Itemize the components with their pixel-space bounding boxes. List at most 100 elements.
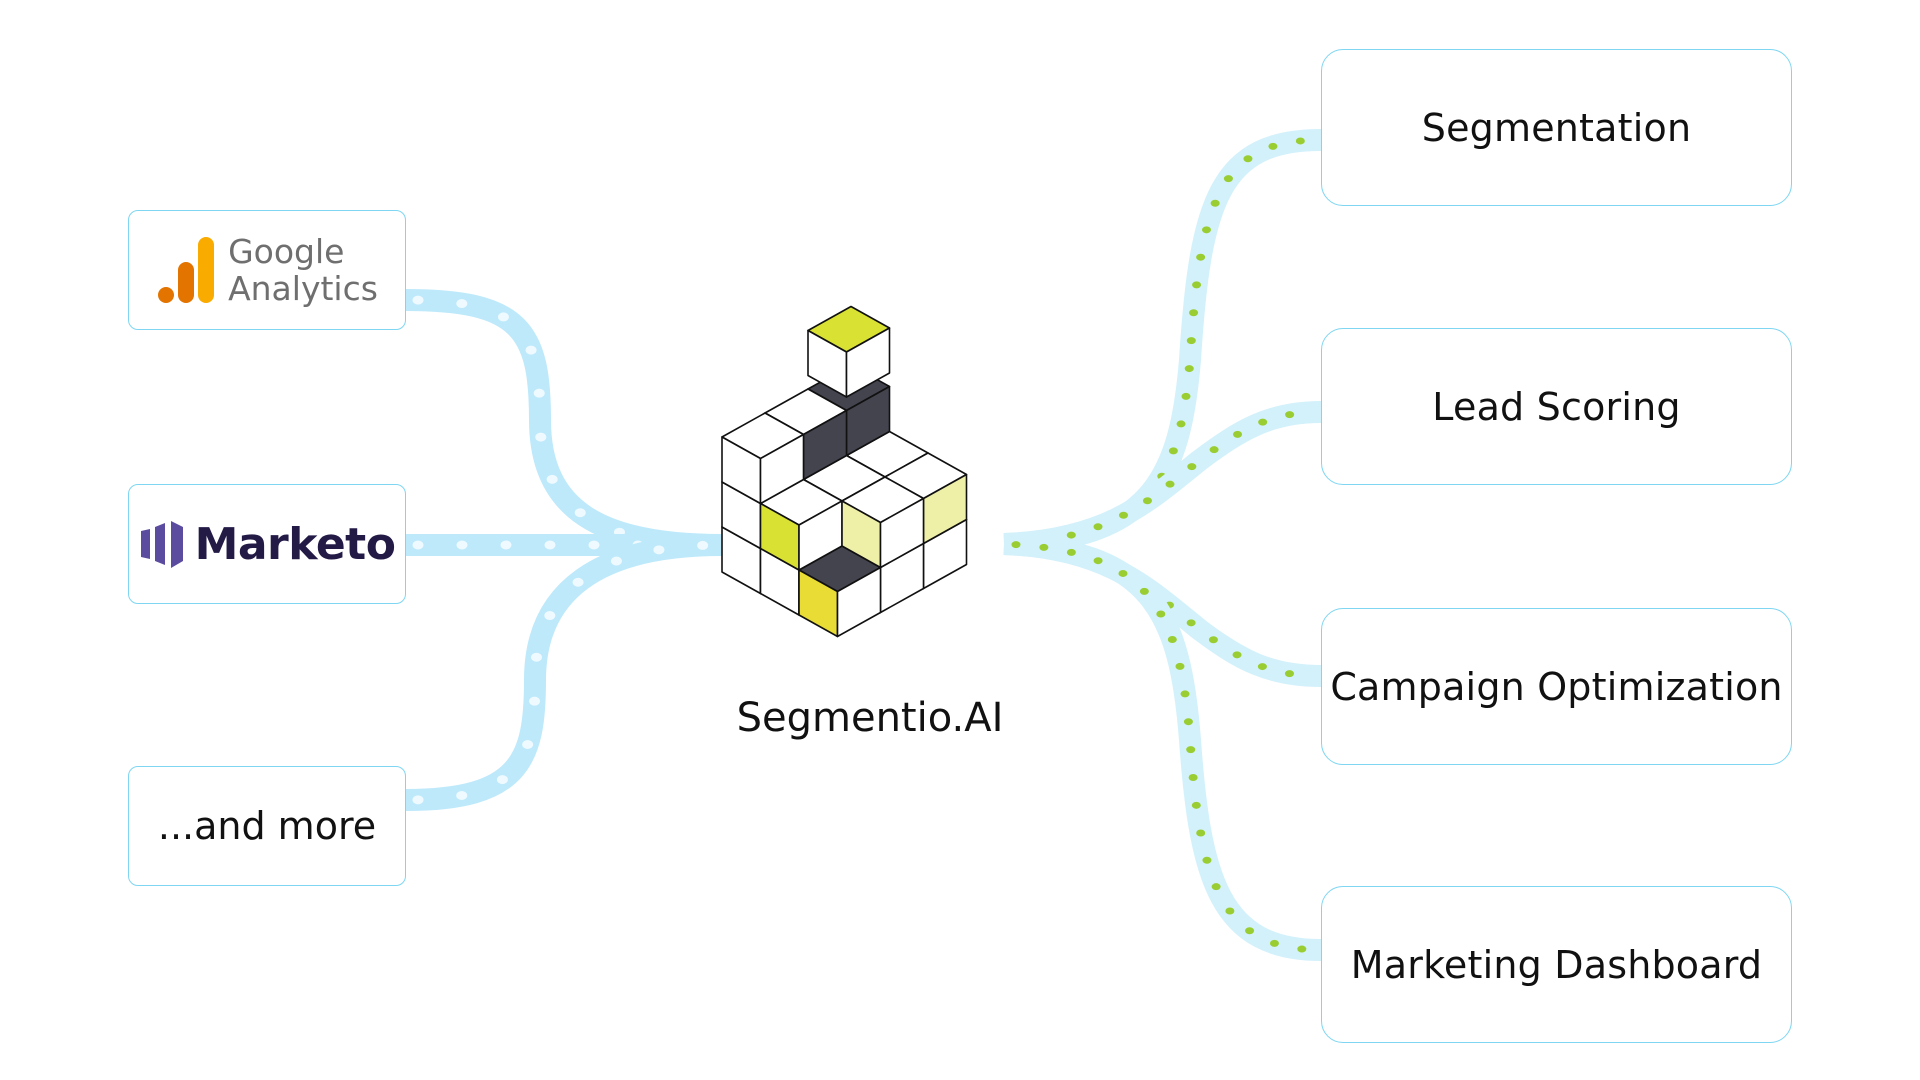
marketo-bars-icon: [140, 521, 183, 568]
marketing-dashboard-label: Marketing Dashboard: [1350, 942, 1763, 987]
google-analytics-line2: Analytics: [228, 269, 378, 308]
connector-segmentation-dot: [1196, 253, 1206, 261]
connector-segmentation-dot: [1186, 337, 1196, 345]
lead-scoring-label: Lead Scoring: [1432, 384, 1681, 429]
source-marketo[interactable]: Marketo: [128, 484, 406, 604]
connector-google-analytics-dot: [456, 299, 468, 309]
connector-more: [405, 534, 723, 811]
connector-lead-scoring-dot: [1165, 480, 1175, 488]
input-connectors: [405, 289, 723, 811]
connector-marketing-dashboard-dot: [1011, 541, 1021, 549]
google-analytics-logo: Google Analytics: [156, 233, 378, 307]
connector-more-dot: [531, 652, 543, 662]
connector-google-analytics-dot: [533, 388, 545, 398]
google-analytics-line1: Google: [228, 232, 345, 271]
connector-campaign-optimization-dot: [1284, 670, 1294, 678]
connector-marketing-dashboard-dot: [1297, 945, 1307, 953]
connector-more-dot: [529, 696, 541, 706]
connector-marketing-dashboard-dot: [1225, 907, 1235, 915]
connector-marketing-dashboard-ribbon: [1003, 533, 1322, 961]
connector-marketing-dashboard-dot: [1188, 774, 1198, 782]
connector-marketing-dashboard-dot: [1202, 856, 1212, 864]
connector-marketing-dashboard-dot: [1180, 690, 1190, 698]
cube-floating-right: [845, 327, 891, 398]
connector-google-analytics-dot: [546, 474, 558, 484]
connector-segmentation-dot: [1176, 420, 1186, 428]
connector-marketing-dashboard-dot: [1093, 557, 1103, 565]
connector-more-dot: [610, 556, 622, 566]
connector-segmentation-dot: [1192, 281, 1202, 289]
connector-more-dot: [653, 545, 665, 555]
connector-more-dot: [412, 795, 424, 805]
connector-google-analytics-dot: [574, 508, 586, 518]
marketo-logo: Marketo: [139, 519, 396, 570]
campaign-optimization-label: Campaign Optimization: [1330, 664, 1783, 709]
connector-more-dot: [456, 790, 468, 800]
brand-name: Segmentio.AI: [736, 695, 1004, 741]
connector-lead-scoring-dot: [1233, 430, 1243, 438]
more-sources-label: ...and more: [157, 804, 377, 848]
connector-segmentation-dot: [1184, 365, 1194, 373]
connector-marketing-dashboard-dot: [1245, 927, 1255, 935]
connector-segmentation-dot: [1223, 175, 1233, 183]
connector-lead-scoring: [1003, 401, 1322, 555]
connector-segmentation-dot: [1181, 392, 1191, 400]
output-marketing-dashboard[interactable]: Marketing Dashboard: [1321, 886, 1792, 1043]
connector-more-dot: [572, 577, 584, 587]
connector-marketing-dashboard-dot: [1186, 746, 1196, 754]
cube-t-0-0-right: [759, 433, 805, 505]
connector-marketing-dashboard-dot: [1211, 883, 1221, 891]
connector-marketo-dot: [456, 540, 468, 550]
source-more[interactable]: ...and more: [128, 766, 406, 886]
connector-marketing-dashboard-dot: [1156, 610, 1166, 618]
connector-google-analytics-dot: [535, 432, 547, 442]
connector-marketing-dashboard-dot: [1139, 587, 1149, 595]
connector-marketing-dashboard: [1003, 533, 1322, 961]
connector-marketo-dot: [588, 540, 600, 550]
connector-segmentation-dot: [1201, 226, 1211, 234]
connector-more-dot: [544, 611, 556, 621]
connector-lead-scoring-ribbon: [1003, 401, 1322, 555]
connector-marketing-dashboard-dot: [1196, 829, 1206, 837]
marketo-label: Marketo: [194, 518, 396, 570]
connector-marketing-dashboard-dot: [1066, 548, 1076, 556]
output-lead-scoring[interactable]: Lead Scoring: [1321, 328, 1792, 485]
connector-segmentation-dot: [1168, 447, 1178, 455]
connector-google-analytics-dot: [412, 295, 424, 305]
source-google-analytics[interactable]: Google Analytics: [128, 210, 406, 330]
output-campaign-optimization[interactable]: Campaign Optimization: [1321, 608, 1792, 765]
connector-marketing-dashboard-dot: [1183, 718, 1193, 726]
connector-lead-scoring-dot: [1285, 411, 1295, 419]
connector-lead-scoring-dot: [1066, 531, 1076, 539]
output-connectors: [1003, 129, 1322, 961]
connector-campaign-optimization-dot: [1208, 636, 1218, 644]
connector-more-dot: [522, 739, 534, 749]
connector-marketing-dashboard-dot: [1269, 939, 1279, 947]
output-segmentation[interactable]: Segmentation: [1321, 49, 1792, 206]
google-analytics-bars-icon: [158, 237, 215, 303]
connector-lead-scoring-dot: [1209, 446, 1219, 454]
connector-more-ribbon: [405, 534, 723, 811]
cube-m-2-1-right: [879, 497, 925, 569]
connector-campaign-optimization-dot: [1232, 651, 1242, 659]
connector-marketing-dashboard-dot: [1167, 635, 1177, 643]
connector-lead-scoring-dot: [1258, 418, 1268, 426]
connector-marketing-dashboard-dot: [1175, 662, 1185, 670]
connector-lead-scoring-dot: [1142, 497, 1152, 505]
connector-more-dot: [496, 775, 508, 785]
connector-google-analytics-ribbon: [405, 289, 723, 556]
connector-segmentation-dot: [1295, 137, 1305, 145]
connector-lead-scoring-dot: [1119, 511, 1129, 519]
connector-segmentation-dot: [1189, 309, 1199, 317]
connector-google-analytics-dot: [497, 312, 509, 322]
connector-more-dot: [697, 540, 709, 550]
segmentio-cube-logo: [721, 305, 968, 638]
connector-segmentation-dot: [1243, 155, 1253, 163]
connector-google-analytics: [405, 289, 723, 556]
connector-segmentation-dot: [1210, 199, 1220, 207]
connector-lead-scoring-dot: [1187, 463, 1197, 471]
connector-marketing-dashboard-dot: [1118, 569, 1128, 577]
connector-marketo-dot: [544, 540, 556, 550]
connector-marketo-dot: [412, 540, 424, 550]
